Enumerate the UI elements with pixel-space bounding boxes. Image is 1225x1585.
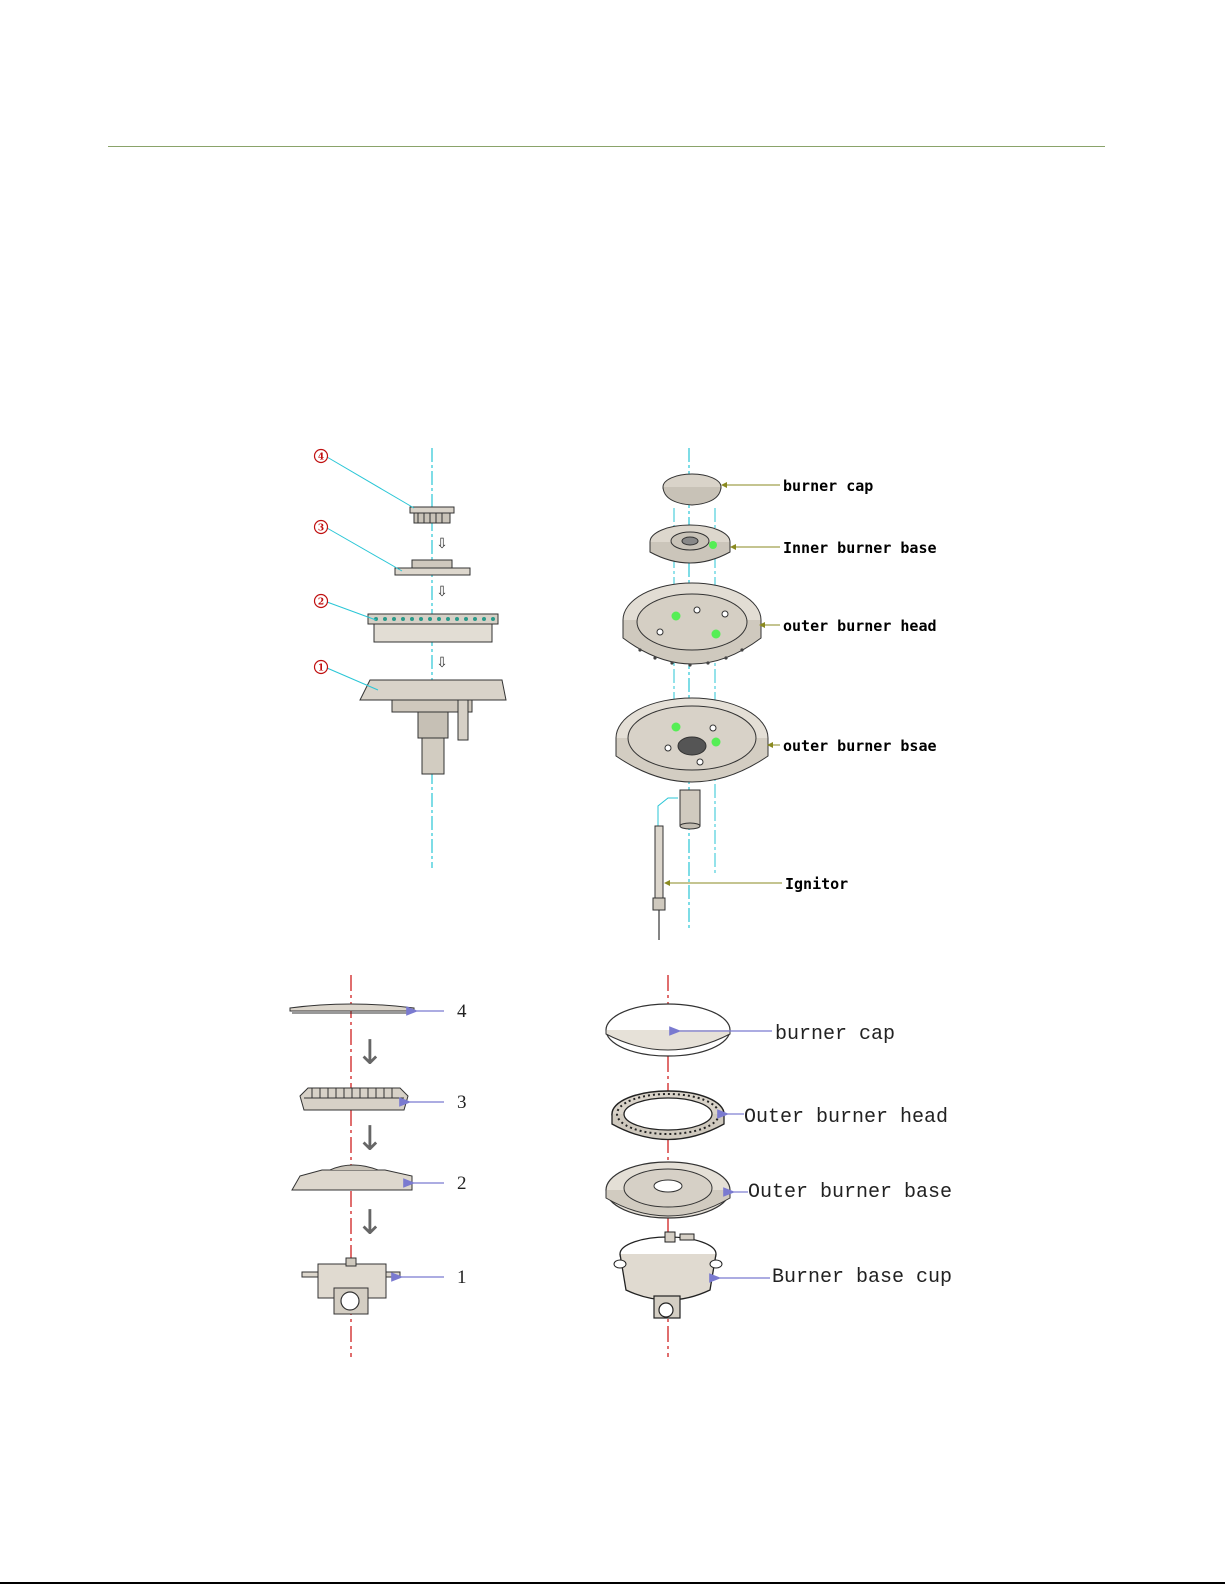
part-2-drawing <box>368 614 498 642</box>
bottom-left-exploded-view: ↓ ↓ ↓ <box>290 975 467 1357</box>
down-arrow-icon: ⇩ <box>436 584 448 600</box>
svg-text:3: 3 <box>318 524 324 534</box>
label-outer-burner-head: outer burner head <box>783 617 937 635</box>
callout-4: 4 <box>315 450 415 509</box>
svg-text:1: 1 <box>318 664 324 674</box>
part-4-side-drawing <box>290 1004 414 1013</box>
top-left-exploded-view: ⇩ ⇩ ⇩ <box>315 448 507 868</box>
number-1: 1 <box>457 1267 467 1288</box>
part-1-drawing <box>360 680 506 774</box>
svg-text:2: 2 <box>318 598 324 608</box>
label-outer-burner-base: Outer burner base <box>748 1181 952 1204</box>
number-2: 2 <box>457 1173 467 1194</box>
outer-burner-base-drawing <box>616 698 768 829</box>
burner-cap-disc-drawing <box>606 1004 730 1056</box>
footer-rule <box>0 1582 1225 1584</box>
down-arrow-icon: ⇩ <box>436 536 448 552</box>
svg-text:4: 4 <box>318 453 324 463</box>
label-inner-burner-base: Inner burner base <box>783 539 937 557</box>
label-outer-burner-head: Outer burner head <box>744 1106 948 1129</box>
number-3: 3 <box>457 1092 467 1113</box>
part-2-side-drawing <box>292 1165 412 1190</box>
part-3-drawing <box>395 560 470 575</box>
ignitor-drawing <box>653 798 678 940</box>
down-arrow-icon: ↓ <box>356 1033 385 1073</box>
bottom-right-exploded-view: burner cap Outer burner head Outer burne… <box>606 975 952 1357</box>
callout-2: 2 <box>315 595 377 621</box>
part-3-side-drawing <box>300 1088 408 1110</box>
outer-burner-head-drawing <box>623 583 761 667</box>
label-burner-cap: burner cap <box>783 477 873 495</box>
outer-burner-head-ring-drawing <box>612 1091 724 1140</box>
down-arrow-icon: ↓ <box>356 1203 385 1243</box>
label-outer-burner-bsae: outer burner bsae <box>783 737 937 755</box>
inner-burner-base-drawing <box>650 525 730 563</box>
label-burner-base-cup: Burner base cup <box>772 1266 952 1289</box>
part-4-drawing <box>410 507 454 523</box>
label-burner-cap: burner cap <box>775 1023 895 1046</box>
callout-1: 1 <box>315 661 379 691</box>
top-right-exploded-view: burner cap Inner burner base outer burne… <box>616 448 937 940</box>
part-1-side-drawing <box>302 1258 400 1314</box>
outer-burner-base-bowl-drawing <box>606 1162 730 1218</box>
down-arrow-icon: ⇩ <box>436 655 448 671</box>
burner-base-cup-drawing <box>614 1232 722 1318</box>
label-ignitor: Ignitor <box>785 875 848 893</box>
callout-3: 3 <box>315 521 403 572</box>
burner-cap-drawing <box>663 474 721 505</box>
down-arrow-icon: ↓ <box>356 1119 385 1159</box>
number-4: 4 <box>457 1001 467 1022</box>
